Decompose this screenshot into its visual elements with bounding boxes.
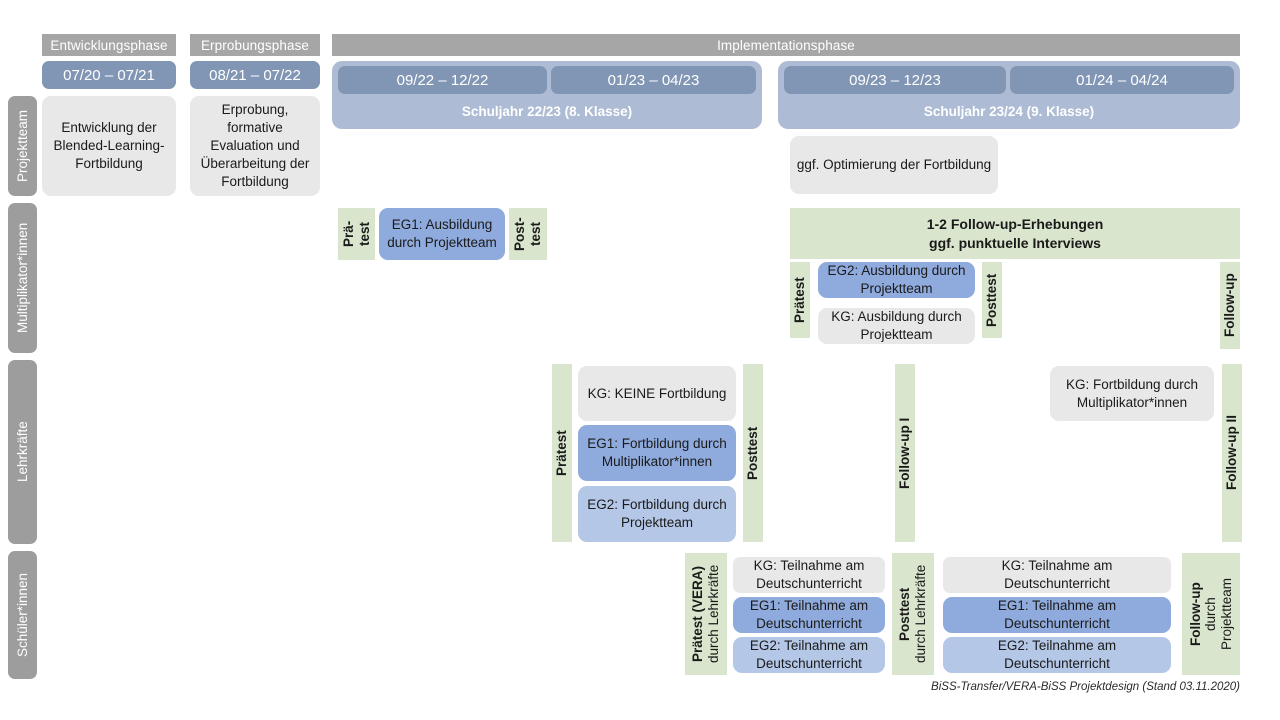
schueler-kg-box-right: KG: Teilnahme am Deutschunterricht <box>943 557 1171 593</box>
school-year-2324-group: 09/23 – 12/23 01/24 – 04/24 Schuljahr 23… <box>778 61 1240 129</box>
multiplikatoren-eg1-box: EG1: Ausbildung durch Projektteam <box>379 208 505 260</box>
phase-header-entwicklungsphase: Entwicklungsphase <box>42 34 176 56</box>
date-pill-0123-0423: 01/23 – 04/23 <box>551 66 756 94</box>
lehrkraefte-eg2-box: EG2: Fortbildung durch Projektteam <box>578 486 736 542</box>
multiplikatoren-followup-banner: 1-2 Follow-up-Erhebungen ggf. punktuelle… <box>790 208 1240 259</box>
school-year-2223-label: Schuljahr 22/23 (8. Klasse) <box>461 103 633 119</box>
schueler-eg1-box-left: EG1: Teilnahme am Deutschunterricht <box>733 597 885 633</box>
multiplikatoren-posttest-left-line1: Post- <box>512 217 528 251</box>
multiplikatoren-praetest-left-bar: Prä- test <box>338 208 375 260</box>
multiplikatoren-praetest-bar: Prätest <box>790 262 810 338</box>
date-pill-0922-1222: 09/22 – 12/22 <box>338 66 547 94</box>
schueler-kg-box-left: KG: Teilnahme am Deutschunterricht <box>733 557 885 593</box>
schueler-praetest-bar: Prätest (VERA) durch Lehrkräfte <box>685 553 727 675</box>
phase-header-erprobungsphase: Erprobungsphase <box>190 34 320 56</box>
schueler-followup-regular-1: durch <box>1203 597 1219 631</box>
schueler-praetest-bold: Prätest (VERA) <box>690 565 706 663</box>
multiplikatoren-posttest-bar: Posttest <box>982 262 1002 338</box>
sidebar-item-projektteam[interactable]: Projektteam <box>8 96 37 196</box>
date-pill-0821-0722: 08/21 – 07/22 <box>190 61 320 89</box>
lehrkraefte-eg1-box: EG1: Fortbildung durch Multiplikator*inn… <box>578 425 736 481</box>
multiplikatoren-kg-box: KG: Ausbildung durch Projektteam <box>818 308 975 344</box>
sidebar-item-schuelerinnen[interactable]: Schüler*innen <box>8 551 37 679</box>
footer-note: BiSS-Transfer/VERA-BiSS Projektdesign (S… <box>931 681 1240 693</box>
projektteam-box-erprobung: Erprobung, formative Evaluation und Über… <box>190 96 320 196</box>
multiplikatoren-eg2-box: EG2: Ausbildung durch Projektteam <box>818 262 975 298</box>
multiplikatoren-praetest-left-line1: Prä- <box>340 220 356 248</box>
school-year-2324-label: Schuljahr 23/24 (9. Klasse) <box>923 103 1095 119</box>
date-pill-0923-1223: 09/23 – 12/23 <box>784 66 1006 94</box>
projektteam-box-optimierung: ggf. Optimierung der Fortbildung <box>790 136 998 194</box>
schueler-eg2-box-left: EG2: Teilnahme am Deutschunterricht <box>733 637 885 673</box>
schueler-eg2-box-right: EG2: Teilnahme am Deutschunterricht <box>943 637 1171 673</box>
multiplikatoren-praetest-left-line2: test <box>356 222 372 247</box>
date-pill-0720-0721: 07/20 – 07/21 <box>42 61 176 89</box>
multiplikatoren-posttest-left-line2: test <box>528 222 543 247</box>
lehrkraefte-kg-box-right: KG: Fortbildung durch Multiplikator*inne… <box>1050 366 1214 421</box>
projektteam-box-entwicklung: Entwicklung der Blended-Learning-Fortbil… <box>42 96 176 196</box>
lehrkraefte-posttest-bar: Posttest <box>743 364 763 542</box>
schueler-praetest-regular: durch Lehrkräfte <box>706 564 721 664</box>
lehrkraefte-kg-box: KG: KEINE Fortbildung <box>578 366 736 421</box>
date-pill-0124-0424: 01/24 – 04/24 <box>1010 66 1234 94</box>
sidebar-item-lehrkraefte[interactable]: Lehrkräfte <box>8 360 37 544</box>
phase-header-implementationsphase: Implementationsphase <box>332 34 1240 56</box>
multiplikatoren-followup-banner-line1: 1-2 Follow-up-Erhebungen <box>926 215 1104 232</box>
multiplikatoren-posttest-left-bar: Post- test <box>509 208 547 260</box>
lehrkraefte-followup-1-bar: Follow-up I <box>895 364 915 542</box>
multiplikatoren-followup-bar: Follow-up <box>1220 262 1240 349</box>
schueler-posttest-regular: durch Lehrkräfte <box>913 564 928 664</box>
multiplikatoren-followup-banner-line2: ggf. punktuelle Interviews <box>929 234 1101 251</box>
schueler-followup-regular-2: Projektteam <box>1218 577 1234 651</box>
schueler-eg1-box-right: EG1: Teilnahme am Deutschunterricht <box>943 597 1171 633</box>
school-year-2223-group: 09/22 – 12/22 01/23 – 04/23 Schuljahr 22… <box>332 61 762 129</box>
lehrkraefte-praetest-bar: Prätest <box>552 364 572 542</box>
sidebar-item-multiplikatorinnen[interactable]: Multiplikator*innen <box>8 203 37 353</box>
schueler-followup-bold: Follow-up <box>1187 582 1203 646</box>
schueler-followup-bar: Follow-up durch Projektteam <box>1182 553 1240 675</box>
schueler-posttest-bold: Posttest <box>897 587 913 641</box>
lehrkraefte-followup-2-bar: Follow-up II <box>1222 364 1242 542</box>
schueler-posttest-bar: Posttest durch Lehrkräfte <box>892 553 934 675</box>
